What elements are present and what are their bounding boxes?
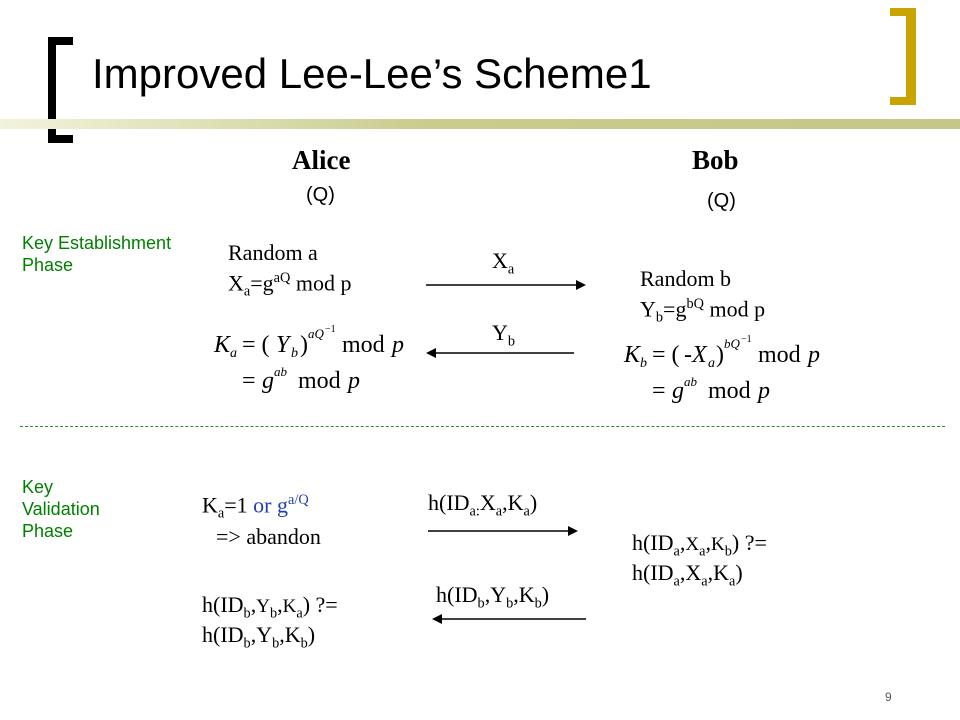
msg-left-label: h(IDb,Yb,Kb): [436, 582, 550, 612]
page-title: Improved Lee-Lee’s Scheme1: [92, 50, 652, 97]
arrow-right-xa: [426, 280, 586, 290]
left-bracket-bottom: [48, 135, 73, 143]
svg-text:a: a: [708, 356, 715, 371]
svg-text:a: a: [230, 346, 237, 361]
svg-text:b: b: [291, 346, 298, 361]
phase-divider: [20, 426, 945, 427]
svg-text:K: K: [213, 332, 232, 358]
svg-text:b: b: [640, 356, 647, 371]
svg-text:=: =: [242, 368, 256, 394]
arrow-left-validation: [432, 614, 586, 624]
svg-text:X: X: [691, 342, 708, 368]
left-bracket-top: [48, 37, 73, 45]
svg-text:): ): [716, 342, 724, 368]
alice-abandon: => abandon: [216, 524, 321, 549]
svg-text:mod: mod: [342, 332, 385, 358]
svg-text:p: p: [390, 332, 404, 358]
svg-text:mod: mod: [758, 342, 801, 368]
bob-key-equation: K b = ( - X a ) bQ −1 mod p = g ab mod p: [623, 334, 820, 404]
svg-text:p: p: [756, 378, 770, 404]
bob-yb-formula: Yb=gbQ mod p: [640, 296, 766, 326]
page-number: 9: [885, 690, 892, 704]
bob-verify-line1: h(IDa,Xa,Kb) ?=: [632, 530, 767, 560]
bob-header: Bob: [692, 145, 739, 175]
left-bracket-vertical: [48, 37, 56, 143]
svg-text:g: g: [262, 368, 274, 394]
right-bracket-bottom: [890, 97, 916, 105]
svg-text:K: K: [623, 342, 642, 368]
key-validation-phase-label: Key Validation Phase: [22, 477, 100, 541]
svg-text:= (: = (: [652, 342, 680, 368]
accent-band: [0, 119, 960, 129]
alice-verify-line2: h(IDb,Yb,Kb): [202, 622, 316, 652]
svg-text:= (: = (: [242, 332, 270, 358]
right-bracket-top: [890, 8, 916, 16]
arrow-right-validation: [428, 526, 578, 536]
alice-random: Random a: [228, 240, 318, 265]
svg-text:Y: Y: [276, 332, 292, 358]
svg-text:ab: ab: [274, 364, 288, 379]
alice-key-equation: K a = ( Y b ) aQ −1 mod p = g ab mod p: [213, 324, 404, 394]
key-establishment-phase-label: Key Establishment Phase: [22, 233, 172, 275]
alice-header: Alice: [292, 145, 351, 175]
right-bracket-vertical: [906, 8, 916, 105]
svg-text:ab: ab: [684, 374, 698, 389]
svg-text:−1: −1: [741, 334, 752, 345]
svg-text:-: -: [684, 342, 692, 368]
svg-text:aQ: aQ: [308, 326, 325, 341]
svg-text:p: p: [346, 368, 360, 394]
svg-text:g: g: [672, 378, 684, 404]
svg-text:=: =: [652, 378, 666, 404]
svg-text:−1: −1: [325, 324, 336, 335]
bob-q: (Q): [707, 190, 736, 212]
alice-verify-line1: h(IDb,Yb,Ka) ?=: [202, 592, 338, 622]
svg-text:bQ: bQ: [724, 336, 741, 351]
bob-verify-line2: h(IDa,Xa,Ka): [632, 560, 743, 590]
arrow-left-yb: [426, 348, 574, 358]
alice-ka-check: Ka=1 or ga/Q: [202, 492, 309, 522]
arrow-yb-label: Yb: [492, 320, 516, 350]
svg-text:): ): [300, 332, 308, 358]
arrow-xa-label: Xa: [492, 248, 515, 278]
msg-right-label: h(IDa:Xa,Ka): [428, 490, 538, 520]
alice-xa-formula: Xa=gaQ mod p: [228, 270, 352, 300]
svg-text:mod: mod: [708, 378, 751, 404]
alice-q: (Q): [306, 184, 335, 206]
bob-random: Random b: [640, 266, 732, 291]
svg-text:p: p: [806, 342, 820, 368]
svg-text:mod: mod: [298, 368, 341, 394]
